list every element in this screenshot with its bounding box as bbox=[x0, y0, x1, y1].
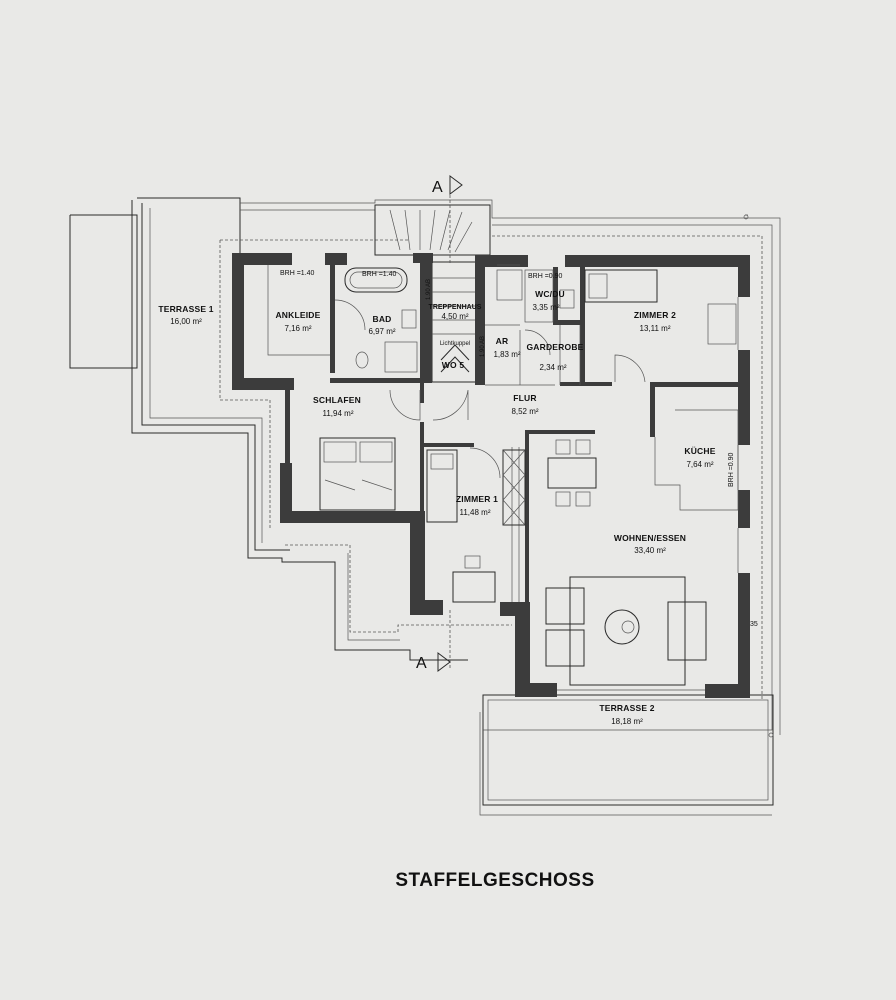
room-area: 8,52 m² bbox=[511, 407, 538, 416]
room-name: WC/DU bbox=[535, 289, 565, 299]
room-wohnen-essen: WOHNEN/ESSEN 33,40 m² bbox=[614, 533, 686, 555]
roof-outline-top bbox=[219, 199, 781, 735]
room-wc-du: WC/DU 3,35 m² bbox=[532, 289, 564, 312]
room-area: 16,00 m² bbox=[170, 317, 202, 326]
terrace-1-outline bbox=[69, 197, 325, 563]
ab-label-right: 1.90 AB bbox=[480, 336, 486, 357]
room-ankleide: ANKLEIDE 7,16 m² bbox=[275, 310, 320, 333]
annotations: BRH =1.40 BRH =1.40 BRH =0.90 BRH =0.90 … bbox=[280, 270, 758, 628]
room-name: GARDEROBE bbox=[526, 342, 583, 352]
room-zimmer-2: ZIMMER 2 13,11 m² bbox=[634, 310, 676, 333]
section-label-bottom: A bbox=[416, 655, 427, 672]
room-flur: FLUR 8,52 m² bbox=[511, 393, 538, 416]
room-name: ZIMMER 2 bbox=[634, 310, 676, 320]
room-area: 4,50 m² bbox=[441, 312, 468, 321]
room-name: FLUR bbox=[513, 393, 536, 403]
room-area: 2,34 m² bbox=[539, 363, 566, 372]
room-bad: BAD 6,97 m² bbox=[368, 314, 395, 336]
brh-label-kueche: BRH =0.90 bbox=[728, 452, 735, 487]
room-area: 6,97 m² bbox=[368, 327, 395, 336]
room-name: WOHNEN/ESSEN bbox=[614, 533, 686, 543]
section-marker-bottom: A bbox=[416, 610, 451, 672]
exterior-walls bbox=[232, 253, 750, 698]
room-area: 18,18 m² bbox=[611, 717, 643, 726]
furniture bbox=[319, 267, 737, 686]
room-name: TREPPENHAUS bbox=[429, 304, 482, 311]
room-name: TERRASSE 1 bbox=[158, 304, 213, 314]
room-name: SCHLAFEN bbox=[313, 395, 361, 405]
room-terrasse-2: TERRASSE 2 18,18 m² bbox=[599, 703, 654, 726]
room-name: ZIMMER 1 bbox=[456, 494, 498, 504]
room-area: 11,94 m² bbox=[323, 409, 354, 418]
lichtkuppel-label: Lichtkuppel bbox=[440, 341, 470, 347]
room-area: 7,16 m² bbox=[284, 324, 311, 333]
section-marker-top: A bbox=[432, 175, 463, 265]
brh-label-bad: BRH =1.40 bbox=[362, 271, 397, 278]
door-swings bbox=[334, 299, 646, 479]
room-name: TERRASSE 2 bbox=[599, 703, 654, 713]
room-ar: AR 1,83 m² bbox=[493, 336, 520, 359]
brh-label-wc: BRH =0.90 bbox=[528, 273, 563, 280]
section-label-top: A bbox=[432, 179, 443, 196]
stair-outline bbox=[374, 204, 491, 383]
room-treppenhaus: TREPPENHAUS 4,50 m² bbox=[429, 304, 482, 321]
room-zimmer-1: ZIMMER 1 11,48 m² bbox=[456, 494, 498, 517]
ab-label-left: 1.90 AB bbox=[426, 279, 432, 300]
room-area: 33,40 m² bbox=[634, 546, 666, 555]
room-name: BAD bbox=[372, 314, 391, 324]
room-name: AR bbox=[496, 336, 509, 346]
unit-label: WO 5 bbox=[442, 360, 465, 370]
room-name: ANKLEIDE bbox=[275, 310, 320, 320]
room-area: 13,11 m² bbox=[640, 324, 671, 333]
room-area: 11,48 m² bbox=[460, 508, 491, 517]
lower-outline bbox=[285, 544, 774, 816]
room-area: 1,83 m² bbox=[493, 350, 520, 359]
dimension-label: 35 bbox=[750, 621, 758, 628]
room-name: KÜCHE bbox=[684, 446, 715, 456]
room-area: 7,64 m² bbox=[686, 460, 713, 469]
room-terrasse-1: TERRASSE 1 16,00 m² bbox=[158, 304, 213, 326]
brh-label-ankleide: BRH =1.40 bbox=[280, 270, 315, 277]
room-kueche: KÜCHE 7,64 m² bbox=[684, 446, 715, 469]
room-schlafen: SCHLAFEN 11,94 m² bbox=[313, 395, 361, 418]
room-area: 3,35 m² bbox=[532, 303, 559, 312]
page-title: STAFFELGESCHOSS bbox=[395, 870, 595, 891]
interior-lines bbox=[267, 264, 739, 691]
room-garderobe: GARDEROBE 2,34 m² bbox=[526, 342, 583, 372]
